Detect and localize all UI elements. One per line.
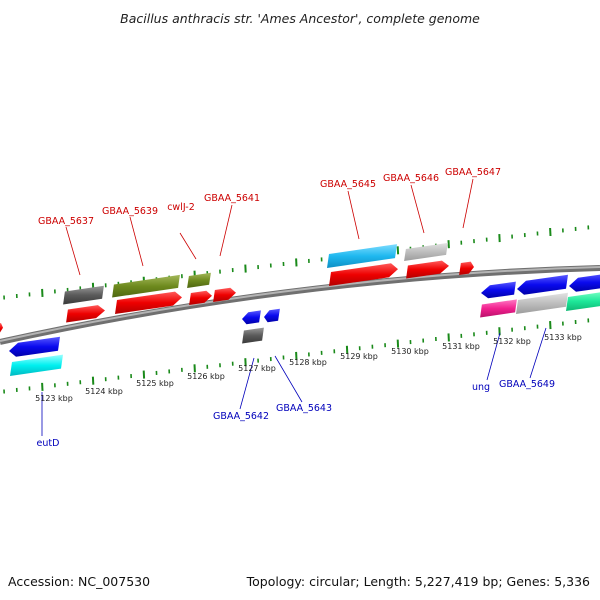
- gene-arrow-forward: [66, 305, 105, 323]
- gene-block: [404, 242, 448, 261]
- gene-block: [63, 285, 104, 305]
- gene-label: ung: [472, 382, 490, 393]
- genome-title: Bacillus anthracis str. 'Ames Ancestor',…: [120, 11, 480, 26]
- reverse-gene-labels: eutD GBAA_5642 GBAA_5643 ung GBAA_5649: [37, 379, 555, 449]
- gene-block: [327, 244, 397, 268]
- gene-label: cwlJ-2: [167, 202, 195, 213]
- gene-arrow-reverse: [242, 310, 261, 325]
- gene-features: [0, 242, 600, 376]
- gene-arrow-reverse: [264, 308, 280, 323]
- gene-arrow-forward: [406, 260, 449, 279]
- forward-gene-labels: GBAA_5637 GBAA_5639 cwlJ-2 GBAA_5641 GBA…: [38, 167, 501, 227]
- scale-label: 5128 kbp: [289, 358, 327, 367]
- gene-block: [10, 354, 63, 376]
- gene-arrow-forward: [0, 323, 3, 333]
- gene-label: GBAA_5643: [276, 403, 332, 414]
- gene-arrow-reverse: [517, 274, 568, 295]
- label-leader-lines: [41, 178, 547, 436]
- scale-label: 5124 kbp: [85, 387, 123, 396]
- scale-label: 5132 kbp: [493, 337, 531, 346]
- gene-label: eutD: [37, 438, 60, 449]
- gene-label: GBAA_5639: [102, 206, 158, 217]
- scale-label: 5126 kbp: [187, 372, 225, 381]
- gene-block: [480, 299, 517, 318]
- gene-arrow-forward: [459, 261, 474, 275]
- gene-label: GBAA_5647: [445, 167, 501, 178]
- scale-label: 5127 kbp: [238, 364, 276, 373]
- gene-label: GBAA_5646: [383, 173, 439, 184]
- gene-arrow-forward: [213, 287, 236, 302]
- gene-arrow-forward: [189, 290, 212, 305]
- gene-arrow-forward: [115, 291, 182, 314]
- gene-block: [112, 274, 180, 298]
- gene-label: GBAA_5641: [204, 193, 260, 204]
- genome-backbone-highlight: [0, 266, 600, 342]
- gene-arrow-forward: [329, 263, 398, 286]
- gene-block: [242, 327, 264, 344]
- scale-label: 5129 kbp: [340, 352, 378, 361]
- gene-block: [566, 292, 600, 311]
- gene-label: GBAA_5637: [38, 216, 94, 227]
- gene-arrow-reverse: [569, 274, 600, 292]
- scale-label: 5123 kbp: [35, 394, 73, 403]
- gene-label: GBAA_5642: [213, 411, 269, 422]
- gene-block: [187, 272, 211, 288]
- scale-label: 5133 kbp: [544, 333, 582, 342]
- genome-backbone: [0, 265, 600, 345]
- gene-arrow-reverse: [9, 336, 60, 357]
- scale-label: 5125 kbp: [136, 379, 174, 388]
- gene-label: GBAA_5645: [320, 179, 376, 190]
- scale-label: 5131 kbp: [442, 342, 480, 351]
- genome-summary-text: Topology: circular; Length: 5,227,419 bp…: [246, 574, 590, 589]
- scale-labels: 5123 kbp 5124 kbp 5125 kbp 5126 kbp 5127…: [35, 333, 582, 403]
- accession-text: Accession: NC_007530: [8, 574, 150, 589]
- gene-block: [516, 292, 568, 314]
- scale-label: 5130 kbp: [391, 347, 429, 356]
- gene-label: GBAA_5649: [499, 379, 555, 390]
- gene-arrow-reverse: [481, 281, 516, 299]
